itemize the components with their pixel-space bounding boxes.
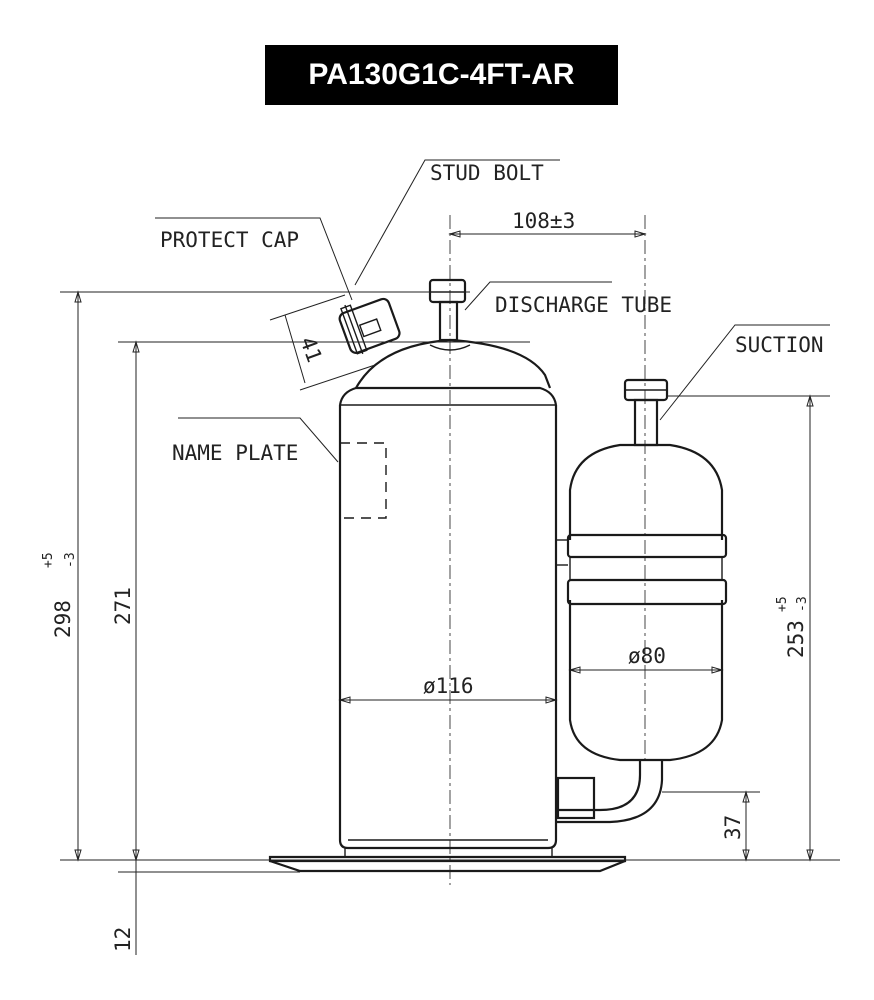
protect-cap-label: PROTECT CAP: [160, 228, 299, 252]
protect-cap: [338, 297, 401, 355]
total-height-dimension: [60, 290, 840, 862]
base-height-dim-text: 12: [111, 927, 135, 952]
suction-label: SUCTION: [735, 333, 824, 357]
suction-height-dim-text: 253: [784, 620, 808, 658]
accumulator-diameter-dimension: [568, 666, 724, 674]
total-height-tol-minus: -3: [63, 552, 78, 568]
inlet-height-dim-text: 37: [721, 815, 745, 840]
discharge-tube-leader: [464, 281, 612, 311]
cap-height-dim-text: 41: [295, 334, 326, 366]
body-diameter-dim-text: ø116: [423, 674, 474, 698]
name-plate: [339, 442, 387, 519]
suction-height-tol-minus: -3: [795, 596, 810, 612]
body-diameter-dimension: [338, 696, 558, 704]
name-plate-label: NAME PLATE: [172, 441, 298, 465]
name-plate-leader: [178, 417, 339, 463]
total-height-dim-text: 298: [51, 600, 75, 638]
body-height-dim-text: 271: [111, 587, 135, 625]
stud-bolt-label: STUD BOLT: [430, 161, 544, 185]
stud-bolt-leader: [354, 159, 560, 286]
suction-height-dimension: [667, 394, 830, 862]
base-height-dimension: [118, 830, 300, 955]
inlet-height-dimension: [662, 790, 760, 862]
accumulator-diameter-dim-text: ø80: [628, 644, 666, 668]
model-title: PA130G1C-4FT-AR: [265, 45, 618, 105]
suction-leader: [659, 324, 830, 421]
offset-dimension: [448, 230, 647, 238]
suction-height-tol-plus: +5: [775, 596, 790, 612]
body-height-dimension: [118, 340, 530, 862]
discharge-tube: [428, 278, 467, 342]
discharge-tube-label: DISCHARGE TUBE: [495, 293, 672, 317]
accumulator: [556, 378, 728, 824]
offset-dim-text: 108±3: [512, 209, 575, 233]
total-height-tol-plus: +5: [41, 552, 56, 568]
compressor-shell: [338, 338, 558, 850]
protect-cap-leader: [155, 217, 353, 301]
cap-height-dimension: [269, 294, 376, 391]
